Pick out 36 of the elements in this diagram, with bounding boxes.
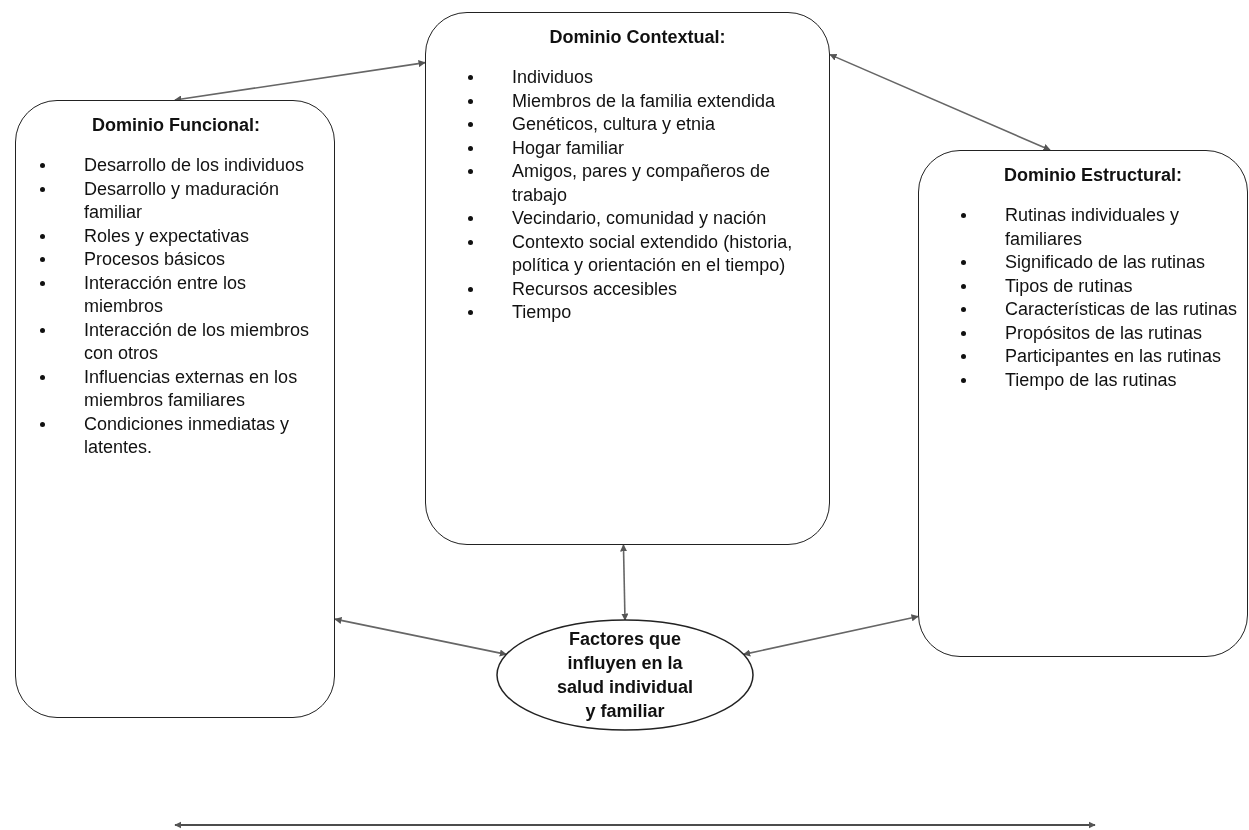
box-heading: Dominio Estructural: — [1003, 165, 1183, 186]
list-item: Procesos básicos — [84, 249, 226, 269]
list-item: Recursos accesibles — [512, 278, 678, 299]
list-item: Desarrollo y maduración familiar — [84, 178, 280, 222]
list-item: Contexto social extendido (historia, política y orientación en el tiempo) — [512, 231, 793, 275]
list-item: Participantes en las rutinas — [1005, 346, 1222, 366]
list-item: Tiempo de las rutinas — [1005, 369, 1177, 390]
list-item: Roles y expectativas — [84, 225, 250, 246]
list-item: Rutinas individuales y familiares — [1005, 205, 1180, 249]
list-item: Amigos, pares y compañeros de trabajo — [512, 161, 771, 205]
double-arrow — [334, 616, 508, 657]
list-item: Interacción de los miembros con otros — [84, 319, 310, 363]
node-title: Factores que influyen en la salud individual y familiar — [556, 628, 694, 723]
double-arrow — [620, 544, 629, 621]
list-item: Significado de las rutinas — [1005, 252, 1206, 272]
list-item: Tipos de rutinas — [1005, 275, 1133, 296]
double-arrow — [742, 614, 919, 657]
box-heading: Dominio Contextual: — [548, 27, 727, 48]
rounded-box — [15, 100, 335, 718]
list-item: Individuos — [512, 67, 594, 87]
list-item: Tiempo — [512, 302, 572, 322]
list-item: Características de las rutinas — [1005, 299, 1238, 319]
list-item: Desarrollo de los individuos — [84, 155, 305, 175]
list-item: Influencias externas en los miembros familiares — [84, 366, 298, 410]
list-item: Hogar familiar — [512, 137, 625, 158]
list-item: Vecindario, comunidad y nación — [512, 208, 767, 228]
rounded-box — [425, 12, 830, 545]
rounded-box — [918, 150, 1248, 657]
box-heading: Dominio Funcional: — [91, 115, 261, 136]
list-item: Miembros de la familia extendida — [512, 90, 776, 111]
list-item: Genéticos, cultura y etnia — [512, 114, 716, 134]
ellipse-node — [497, 620, 753, 730]
double-arrow — [829, 53, 1051, 151]
list-item: Interacción entre los miembros — [84, 272, 247, 316]
list-item: Propósitos de las rutinas — [1005, 322, 1203, 343]
list-item: Condiciones inmediatas y latentes. — [84, 413, 290, 457]
